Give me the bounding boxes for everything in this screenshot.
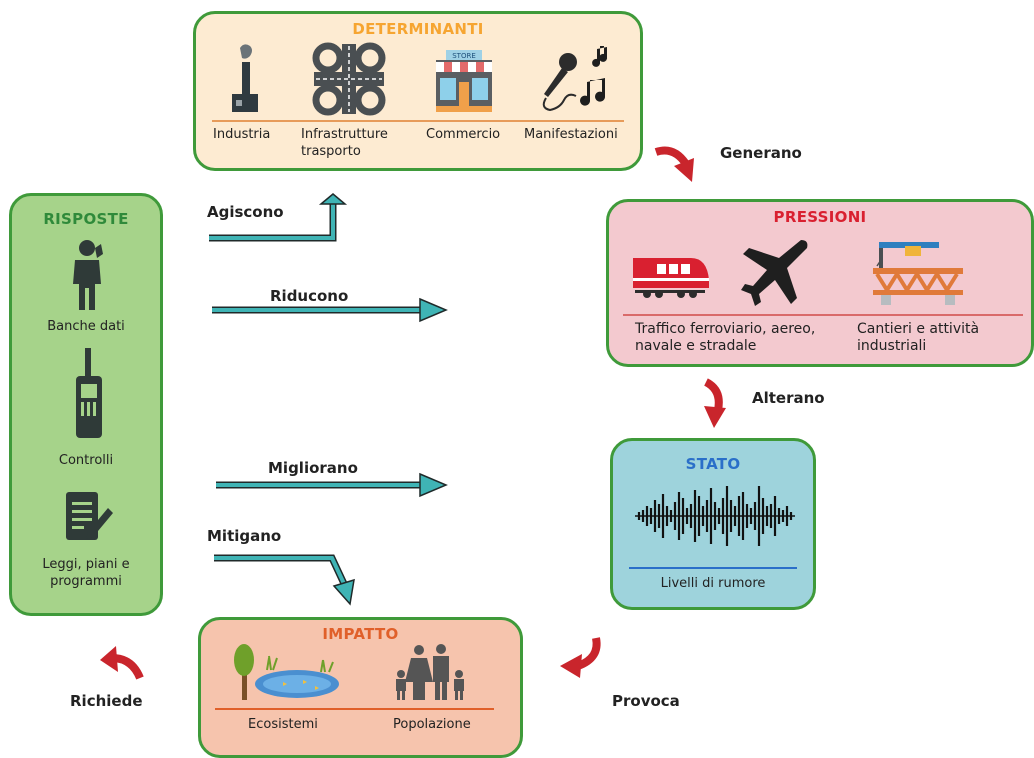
label-provoca: Provoca xyxy=(612,692,680,710)
microphone-music-icon xyxy=(542,46,608,112)
sound-wave-icon xyxy=(635,486,795,546)
impatto-box: IMPATTO Ecosistemi Popolazione xyxy=(198,617,523,758)
arrow-generano xyxy=(654,146,694,182)
train-icon xyxy=(633,258,709,298)
pressioni-item-cantieri: Cantieri e attività industriali xyxy=(857,321,980,354)
pressioni-box: PRESSIONI Traffico ferroviario, aereo, n… xyxy=(606,199,1034,367)
risposte-item-controlli: Controlli xyxy=(58,453,114,468)
arrow-riducono xyxy=(212,297,448,323)
determinanti-item-commercio: Commercio xyxy=(426,127,501,142)
risposte-box: RISPOSTE Banche dati Controlli Leggi, pi… xyxy=(9,193,163,616)
arrow-agiscono xyxy=(209,193,348,242)
impatto-item-popolazione: Popolazione xyxy=(393,717,471,732)
arrow-mitigano xyxy=(214,554,355,606)
risposte-title: RISPOSTE xyxy=(43,210,129,228)
person-phone-icon xyxy=(73,240,103,310)
determinanti-item-industria: Industria xyxy=(213,127,271,142)
airplane-icon xyxy=(741,240,808,306)
tree-pond-icon xyxy=(234,644,339,700)
stato-divider xyxy=(629,567,797,569)
risposte-item-leggi: Leggi, piani e programmi xyxy=(42,557,130,589)
label-richiede: Richiede xyxy=(70,692,143,710)
stato-item-livelli: Livelli di rumore xyxy=(660,576,766,591)
determinanti-item-infrastrutture: Infrastrutture trasporto xyxy=(301,127,388,159)
determinanti-item-manifestazioni: Manifestazioni xyxy=(524,127,618,142)
determinanti-divider xyxy=(212,120,624,122)
label-migliorano: Migliorano xyxy=(268,459,358,477)
stato-title: STATO xyxy=(685,455,741,473)
pressioni-item-traffico: Traffico ferroviario, aereo, navale e st… xyxy=(635,321,816,354)
arrow-richiede xyxy=(100,646,144,680)
label-agiscono: Agiscono xyxy=(207,203,284,221)
store-sign: STORE xyxy=(452,52,476,60)
crane-bridge-icon xyxy=(873,242,963,305)
label-mitigano: Mitigano xyxy=(207,527,282,545)
determinanti-title: DETERMINANTI xyxy=(352,20,484,38)
arrow-migliorano xyxy=(216,472,448,498)
pressioni-title: PRESSIONI xyxy=(773,208,867,226)
impatto-item-ecosistemi: Ecosistemi xyxy=(248,717,318,732)
store-icon: STORE xyxy=(436,50,492,112)
walkie-talkie-icon xyxy=(76,348,102,438)
risposte-item-banche-dati: Banche dati xyxy=(47,319,125,334)
impatto-title: IMPATTO xyxy=(322,625,399,643)
impatto-divider xyxy=(215,708,494,710)
label-generano: Generano xyxy=(720,144,802,162)
determinanti-box: DETERMINANTI STORE Indu xyxy=(193,11,643,171)
highway-interchange-icon xyxy=(312,42,386,116)
arrow-provoca xyxy=(560,637,601,678)
pressioni-divider xyxy=(623,314,1023,316)
factory-chimney-icon xyxy=(232,44,258,112)
label-riducono: Riducono xyxy=(270,287,349,305)
family-icon xyxy=(396,644,464,700)
arrow-alterano xyxy=(703,378,726,428)
stato-box: STATO Livelli di rumore xyxy=(610,438,816,610)
document-pen-icon xyxy=(66,492,113,540)
label-alterano: Alterano xyxy=(752,389,825,407)
